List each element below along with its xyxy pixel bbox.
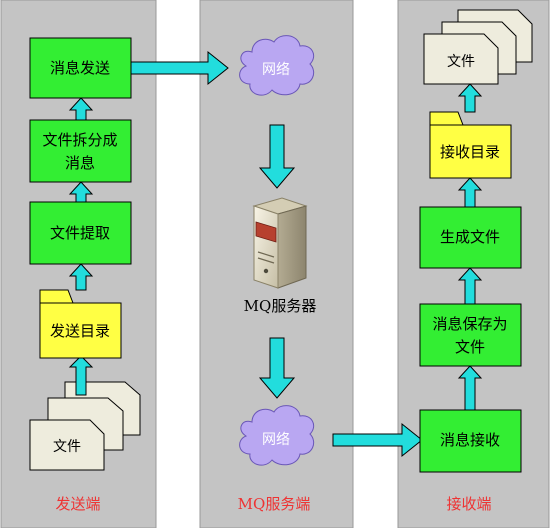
file-extract-label: 文件提取 bbox=[50, 224, 110, 242]
arrow-split-to-send bbox=[68, 97, 94, 121]
arrow-receive-to-save bbox=[457, 365, 483, 411]
network-bottom-label: 网络 bbox=[262, 432, 290, 448]
message-send-label: 消息发送 bbox=[50, 59, 110, 77]
file-extract-box: 文件提取 bbox=[29, 201, 132, 265]
arrow-save-to-generate bbox=[457, 267, 483, 305]
send-directory-folder: 发送目录 bbox=[39, 289, 122, 359]
arrow-files-to-senddir bbox=[68, 355, 94, 396]
file-split-label-line2: 消息 bbox=[65, 154, 95, 172]
send-directory-label: 发送目录 bbox=[50, 322, 110, 340]
arrow-recvdir-to-files bbox=[457, 83, 483, 113]
sender-column-label: 发送端 bbox=[55, 495, 100, 513]
arrow-server-to-network bbox=[258, 337, 296, 399]
server-column-label: MQ服务端 bbox=[238, 495, 311, 513]
generate-file-label: 生成文件 bbox=[440, 228, 500, 246]
mq-server-label: MQ服务器 bbox=[244, 297, 317, 315]
message-receive-box: 消息接收 bbox=[419, 409, 522, 473]
receiver-files-icon: 文件 bbox=[423, 9, 533, 85]
file-split-label-line1: 文件拆分成 bbox=[42, 131, 117, 149]
network-top-label: 网络 bbox=[262, 62, 290, 78]
network-cloud-bottom: 网络 bbox=[239, 405, 315, 466]
file-split-box: 文件拆分成 消息 bbox=[29, 119, 132, 183]
receiver-files-label: 文件 bbox=[447, 54, 475, 70]
sender-files-icon: 文件 bbox=[29, 381, 141, 471]
receive-directory-folder: 接收目录 bbox=[429, 111, 512, 179]
message-save-label-line2: 文件 bbox=[455, 338, 485, 356]
message-send-box: 消息发送 bbox=[29, 37, 132, 99]
message-receive-label: 消息接收 bbox=[440, 431, 500, 449]
arrow-generate-to-recvdir bbox=[457, 177, 483, 208]
network-cloud-top: 网络 bbox=[239, 35, 315, 96]
receive-directory-label: 接收目录 bbox=[440, 143, 500, 161]
arrow-network-to-receive bbox=[332, 422, 423, 458]
message-save-label-line1: 消息保存为 bbox=[432, 315, 507, 333]
arrow-senddir-to-extract bbox=[68, 263, 94, 291]
message-save-box: 消息保存为 文件 bbox=[419, 303, 522, 367]
sender-files-label: 文件 bbox=[53, 439, 81, 455]
arrow-extract-to-split bbox=[68, 181, 94, 203]
generate-file-box: 生成文件 bbox=[419, 206, 522, 269]
arrow-send-to-network bbox=[130, 50, 229, 86]
receiver-column-label: 接收端 bbox=[446, 495, 491, 513]
server-icon bbox=[252, 197, 308, 289]
arrow-network-to-server bbox=[258, 124, 296, 189]
